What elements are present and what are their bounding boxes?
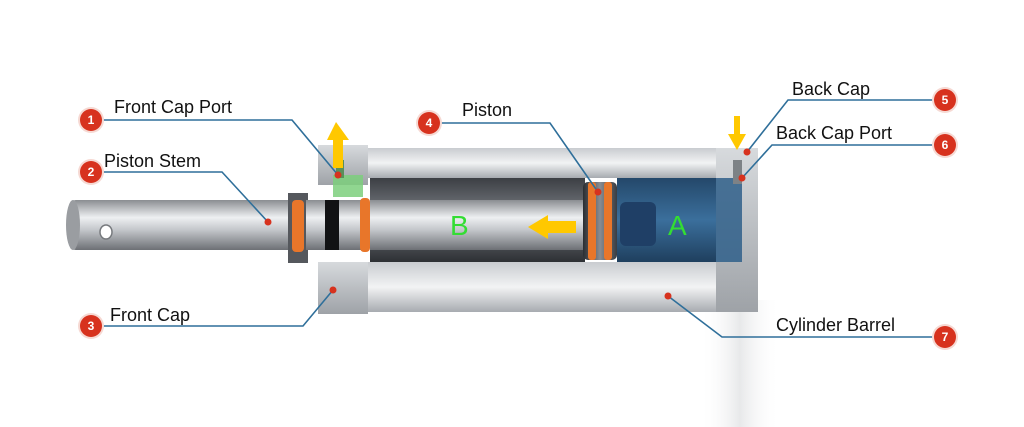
front-cap-body — [318, 262, 368, 314]
leader-line-1 — [102, 119, 339, 176]
piston-nut — [620, 202, 656, 246]
rod-seal-front — [292, 200, 304, 252]
leader-line-3 — [102, 289, 334, 327]
piston-seal-right — [604, 182, 612, 260]
leader-dot-4 — [594, 188, 602, 196]
rod-segment-2 — [340, 200, 362, 250]
chamber-b-label: B — [450, 210, 469, 241]
leader-dots — [264, 148, 751, 300]
front-cap-port-fitting — [336, 160, 344, 178]
floor-shadow — [700, 300, 780, 427]
piston-stem-end — [66, 200, 80, 250]
callout-badge-5: 5 — [934, 89, 956, 111]
callout-label-back-cap: Back Cap — [792, 79, 871, 99]
callout-badge-7: 7 — [934, 326, 956, 348]
chamber-a-label: A — [668, 210, 687, 241]
front-cap-port-chamber — [333, 175, 363, 197]
callout-badge-6: 6 — [934, 134, 956, 156]
callout-label-front-cap-port: Front Cap Port — [114, 97, 233, 117]
rod-seal-rear — [360, 198, 370, 252]
motion-arrow-icon — [528, 215, 576, 239]
exhaust-arrow-icon — [327, 122, 349, 168]
inlet-arrow-icon — [728, 116, 746, 150]
callout-badge-4: 4 — [418, 112, 440, 134]
leader-lines — [102, 99, 934, 338]
rod-segment — [306, 200, 326, 250]
leader-dot-3 — [329, 286, 337, 294]
piston-stem-hole — [99, 224, 113, 240]
callout-label-piston-stem: Piston Stem — [104, 151, 202, 171]
leader-line-2 — [102, 171, 269, 223]
leader-dot-2 — [264, 218, 272, 226]
leader-dot-5 — [743, 148, 751, 156]
back-cap-port-fitting — [733, 160, 742, 184]
callout-badge-1: 1 — [80, 109, 102, 131]
piston-seal-left — [588, 182, 596, 260]
leader-line-5 — [746, 99, 934, 153]
back-cap-inner — [716, 178, 742, 262]
callout-label-piston: Piston — [462, 100, 513, 120]
leader-dot-6 — [738, 174, 746, 182]
leader-line-7 — [667, 295, 934, 338]
leader-dot-1 — [334, 171, 342, 179]
leader-line-4 — [440, 122, 599, 193]
callout-badge-3: 3 — [80, 315, 102, 337]
callout-label-front-cap: Front Cap — [110, 305, 191, 325]
leader-line-6 — [741, 144, 934, 179]
leader-dot-7 — [664, 292, 672, 300]
callout-label-back-cap-port: Back Cap Port — [776, 123, 893, 143]
barrel-top-wall — [368, 148, 716, 178]
callout-badge-2: 2 — [80, 161, 102, 183]
rod-seal-dark — [325, 200, 339, 250]
callout-label-cylinder-barrel: Cylinder Barrel — [776, 315, 896, 335]
barrel-bottom-wall — [368, 262, 716, 312]
